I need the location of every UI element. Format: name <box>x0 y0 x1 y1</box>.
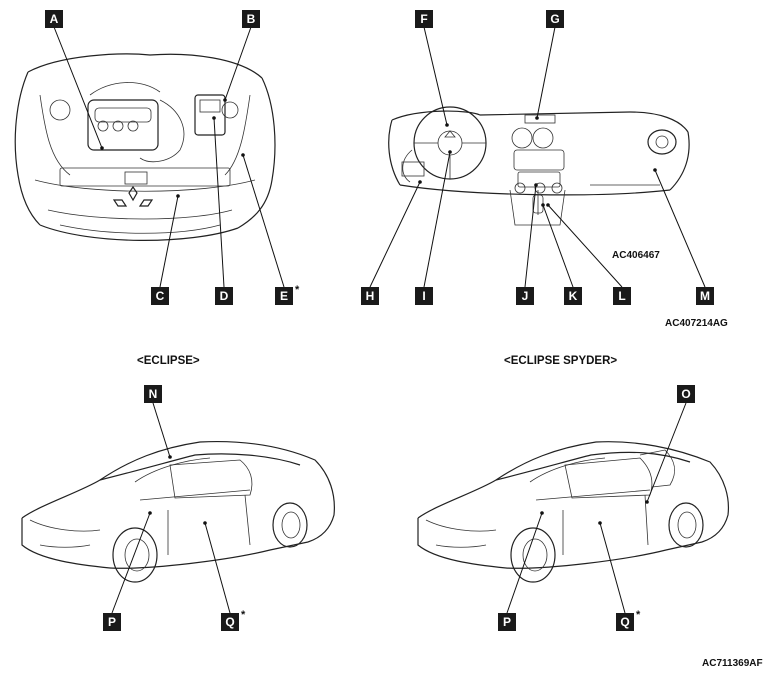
target-dots <box>100 98 657 525</box>
figure-code-dashboard: AC406467 <box>612 250 660 261</box>
callout-f: F <box>415 10 433 28</box>
callout-k: K <box>564 287 582 305</box>
callout-d: D <box>215 287 233 305</box>
callout-g: G <box>546 10 564 28</box>
callout-q-spyder: Q <box>616 613 634 631</box>
callout-n: N <box>144 385 162 403</box>
callout-l: L <box>613 287 631 305</box>
figure-code-bottom: AC711369AF <box>702 658 763 669</box>
engine-bay-drawing <box>14 53 276 241</box>
figure-code-top: AC407214AG <box>665 318 728 329</box>
model-label-eclipse: <ECLIPSE> <box>137 355 200 367</box>
dashboard-drawing <box>388 106 690 226</box>
callout-b: B <box>242 10 260 28</box>
callout-q-eclipse: Q <box>221 613 239 631</box>
asterisk-e: * <box>295 284 300 296</box>
callout-a: A <box>45 10 63 28</box>
callout-j: J <box>516 287 534 305</box>
eclipse-coupe-drawing <box>21 441 335 583</box>
callout-o: O <box>677 385 695 403</box>
eclipse-spyder-drawing <box>417 441 730 583</box>
callout-m: M <box>696 287 714 305</box>
model-label-spyder: <ECLIPSE SPYDER> <box>504 355 618 367</box>
callout-h: H <box>361 287 379 305</box>
leader-lines <box>53 26 706 614</box>
callout-p-eclipse: P <box>103 613 121 631</box>
callout-p-spyder: P <box>498 613 516 631</box>
asterisk-q-eclipse: * <box>241 609 246 621</box>
asterisk-q-spyder: * <box>636 609 641 621</box>
callout-e: E <box>275 287 293 305</box>
callout-c: C <box>151 287 169 305</box>
callout-i: I <box>415 287 433 305</box>
